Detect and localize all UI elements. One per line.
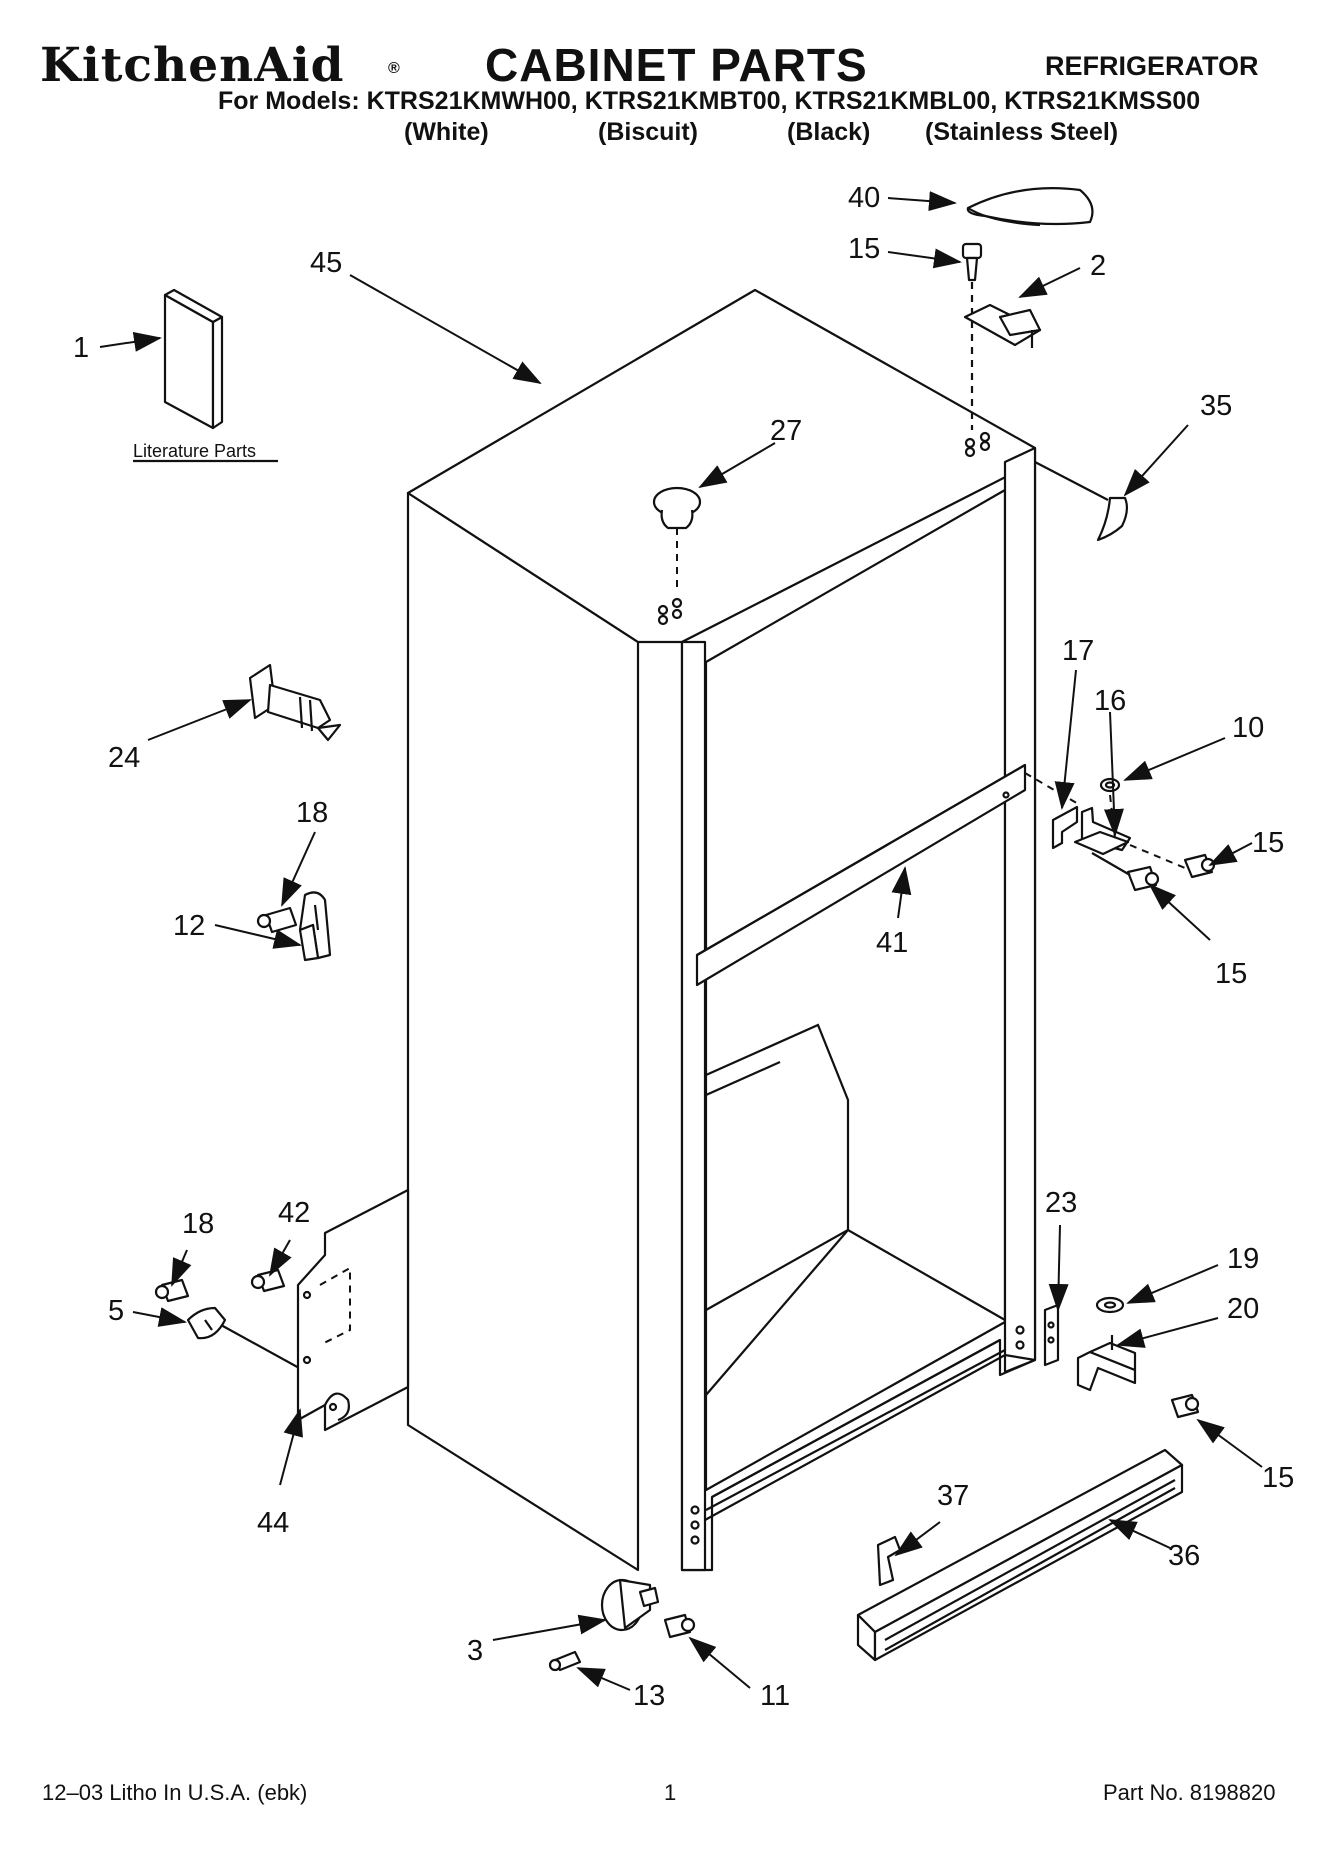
callout-18-lower: 18 (182, 1208, 214, 1240)
callout-45: 45 (310, 247, 342, 279)
hinge-cap (1034, 461, 1129, 542)
callout-36: 36 (1168, 1540, 1200, 1572)
leveling-leg (248, 663, 342, 742)
lower-hinge-assembly (1043, 1296, 1200, 1419)
variant-black: (Black) (787, 118, 871, 146)
callout-35: 35 (1200, 390, 1232, 422)
top-hinge (963, 303, 1042, 348)
callout-15-right-upper: 15 (1252, 827, 1284, 859)
callout-3: 3 (467, 1635, 483, 1667)
part-number: Part No. 8198820 (1103, 1780, 1276, 1805)
callout-42: 42 (278, 1197, 310, 1229)
callout-15-right-lower: 15 (1262, 1462, 1294, 1494)
center-hinge-assembly (1024, 772, 1216, 892)
callout-19: 19 (1227, 1243, 1259, 1275)
callout-17: 17 (1062, 635, 1094, 667)
top-holes (657, 431, 991, 626)
literature-parts-label: Literature Parts (133, 441, 256, 461)
callout-labels: 1 2 3 5 10 11 12 13 15 15 15 15 16 17 18… (73, 182, 1294, 1712)
callout-44: 44 (257, 1507, 289, 1539)
callout-20: 20 (1227, 1293, 1259, 1325)
callout-5: 5 (108, 1295, 124, 1327)
callout-27: 27 (770, 415, 802, 447)
callout-2: 2 (1090, 250, 1106, 282)
lower-left-bracket-assembly (154, 1188, 410, 1432)
variant-white: (White) (404, 118, 489, 146)
brand-registered-mark: ® (388, 60, 400, 77)
page-title: CABINET PARTS (485, 39, 868, 91)
callout-41: 41 (876, 927, 908, 959)
toe-grille (856, 1448, 1184, 1662)
callout-12: 12 (173, 910, 205, 942)
grille-clip (876, 1535, 902, 1587)
callout-13: 13 (633, 1680, 665, 1712)
callout-11: 11 (760, 1680, 790, 1712)
brand-logo: KitchenAid (40, 38, 345, 93)
cabinet-body (406, 288, 1037, 1572)
models-line: For Models: KTRS21KMWH00, KTRS21KMBT00, … (218, 87, 1201, 115)
callout-16: 16 (1094, 685, 1126, 717)
callout-24: 24 (108, 742, 140, 774)
callout-37: 37 (937, 1480, 969, 1512)
upper-left-clip-assembly (256, 891, 332, 962)
top-hinge-screw (961, 242, 983, 430)
callout-15-right-middle: 15 (1215, 958, 1247, 990)
variant-stainless-steel: (Stainless Steel) (925, 118, 1119, 146)
roller-assembly (548, 1578, 696, 1672)
print-info: 12–03 Litho In U.S.A. (ebk) (42, 1780, 308, 1805)
callout-18-upper: 18 (296, 797, 328, 829)
variant-biscuit: (Biscuit) (598, 118, 698, 146)
plug-button (652, 486, 702, 592)
callout-15-top: 15 (848, 233, 880, 265)
literature-parts-icon (163, 288, 224, 430)
product-type: REFRIGERATOR (1045, 51, 1259, 81)
leader-lines (99, 191, 1263, 1691)
page-number: 1 (664, 1780, 677, 1805)
callout-40: 40 (848, 182, 880, 214)
callout-23: 23 (1045, 1187, 1077, 1219)
callout-1: 1 (73, 332, 89, 364)
hinge-cover (966, 187, 1094, 227)
callout-10: 10 (1232, 712, 1264, 744)
